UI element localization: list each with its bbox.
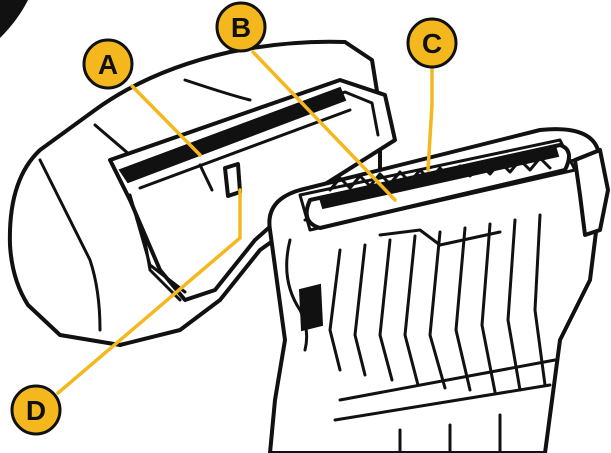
callout-b-label: B — [231, 12, 251, 43]
callout-b: B — [215, 1, 267, 53]
printhead — [118, 86, 352, 192]
sensor — [223, 162, 242, 198]
leader-line-d — [56, 188, 242, 395]
callout-a-label: A — [98, 49, 118, 80]
roller-gear — [328, 156, 552, 192]
callout-c: C — [406, 17, 458, 69]
leader-line-a — [130, 84, 202, 157]
callout-d: D — [10, 384, 62, 436]
tear-bar-ribs — [328, 213, 557, 453]
callout-c-label: C — [422, 28, 442, 59]
corner-shape — [0, 0, 28, 38]
cover-latch — [573, 148, 610, 237]
leader-line-c — [426, 64, 434, 172]
leader-line-b — [251, 50, 397, 202]
callout-d-label: D — [26, 395, 46, 426]
callout-a: A — [82, 38, 134, 90]
